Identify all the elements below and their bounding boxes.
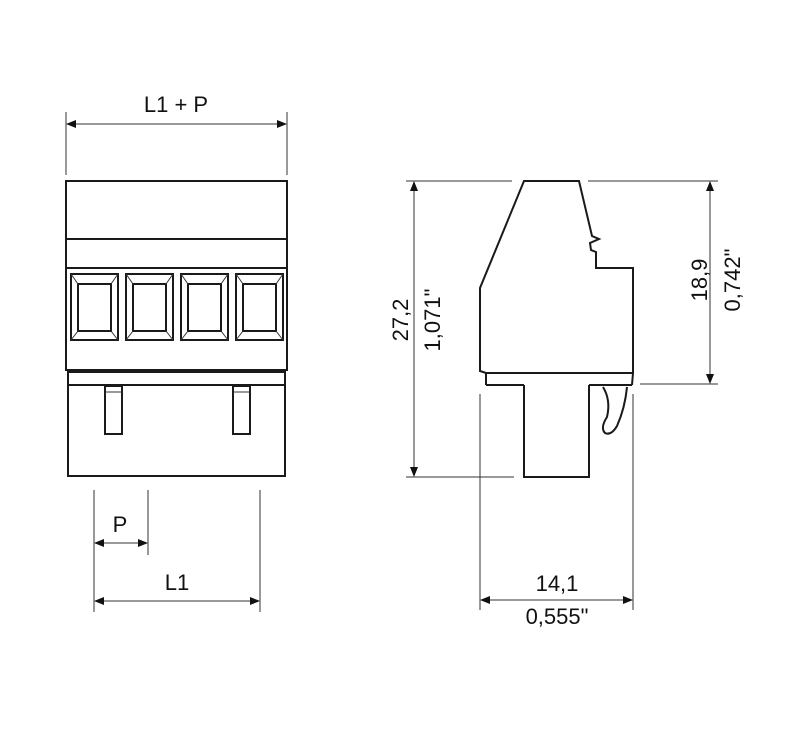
plug-body — [523, 385, 590, 478]
label-height-upper-in: 0,742" — [720, 249, 745, 312]
dimension-depth: 14,1 0,555" — [479, 394, 634, 629]
screw-opening — [235, 273, 284, 341]
label-height-total-mm: 27,2 — [388, 299, 413, 342]
side-view: 27,2 1,071" 18,9 0,742" 14,1 0,555" — [388, 180, 745, 629]
label-l1-plus-p: L1 + P — [144, 92, 208, 117]
screw-opening — [180, 273, 229, 341]
dimension-l1-plus-p: L1 + P — [65, 92, 288, 175]
housing-upper — [65, 180, 288, 371]
screw-openings — [70, 273, 284, 341]
label-l1: L1 — [165, 570, 189, 595]
dimension-l1: L1 — [94, 490, 261, 612]
screw-opening — [125, 273, 174, 341]
dimension-total-height: 27,2 1,071" — [388, 180, 514, 478]
side-profile — [479, 180, 634, 374]
screw-opening — [70, 273, 119, 341]
label-depth-mm: 14,1 — [536, 571, 579, 596]
contact-pins — [104, 385, 251, 435]
front-view: L1 + P — [65, 92, 288, 612]
latch — [601, 386, 628, 435]
dimension-p: P — [93, 490, 149, 612]
label-p: P — [113, 512, 128, 537]
label-height-upper-mm: 18,9 — [687, 259, 712, 302]
label-depth-in: 0,555" — [526, 604, 589, 629]
label-height-total-in: 1,071" — [420, 289, 445, 352]
dimension-upper-height: 18,9 0,742" — [588, 180, 745, 385]
housing-lower — [67, 371, 286, 477]
